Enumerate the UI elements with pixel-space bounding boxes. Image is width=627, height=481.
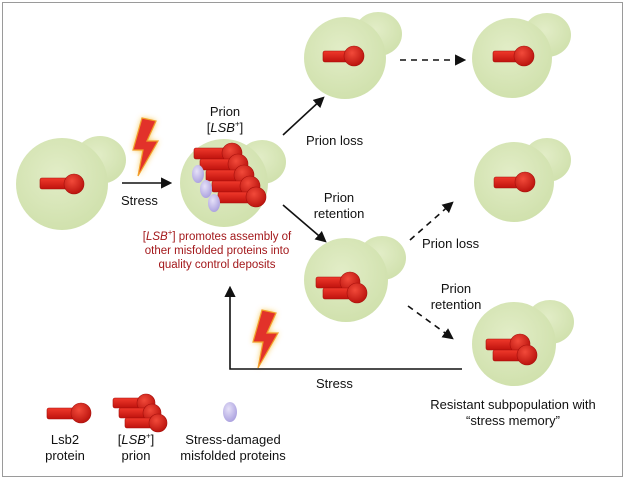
legend-prion-line1: [LSB+]	[117, 431, 155, 447]
prion-loss-label: Prion loss	[306, 133, 364, 148]
legend-lsb2-line1: Lsb2	[50, 432, 80, 447]
arrow-prion-loss	[282, 96, 325, 136]
prion-aggregate-retention	[315, 271, 368, 304]
figure-border	[2, 2, 623, 477]
lsb2-protein-initial	[39, 173, 85, 195]
legend-prion-line2: prion	[121, 448, 151, 463]
prion-loss-label-2: Prion loss	[422, 236, 480, 251]
lsb2-protein-middle-right	[493, 171, 536, 193]
prion-retention-2-line1: Prion	[440, 281, 472, 296]
promotes-line1: [LSB+] promotes assembly of	[142, 228, 292, 243]
legend-misfolded-line1: Stress-damaged	[185, 432, 281, 447]
arrow-prion-retention	[282, 204, 327, 243]
legend-misfolded-icon	[223, 402, 237, 422]
arrow-dashed-retention	[407, 305, 454, 340]
legend-lsb2-icon	[46, 402, 92, 424]
resistant-subpopulation-label: Resistant subpopulation with “stress mem…	[413, 397, 613, 429]
prion-label: Prion [LSB+]	[200, 104, 250, 136]
promotes-assembly-text: [LSB+] promotes assembly of other misfol…	[127, 228, 307, 272]
lsb2-protein-top-middle	[322, 45, 365, 67]
prion-retention-2-line2: retention	[430, 297, 482, 312]
legend-misfolded-line2: misfolded proteins	[180, 448, 286, 463]
legend-lsb2-label: Lsb2 protein	[35, 432, 95, 464]
stress-feedback-label: Stress	[316, 376, 353, 391]
resistant-line1: Resistant subpopulation with	[430, 397, 596, 412]
prion-aggregate-resistant	[485, 333, 538, 366]
prion-retention-label-2: Prion retention	[424, 281, 488, 313]
legend-prion-label: [LSB+] prion	[108, 432, 164, 464]
prion-retention-label-line2: retention	[313, 206, 365, 221]
prion-word: Prion	[209, 104, 241, 119]
legend-lsb2-line2: protein	[45, 448, 85, 463]
lightning-bolt-icon	[132, 117, 160, 177]
arrow-dashed-loss	[409, 201, 454, 241]
prion-retention-label: Prion retention	[307, 190, 371, 222]
prion-retention-label-line1: Prion	[323, 190, 355, 205]
misfolded-proteins-center	[192, 165, 220, 212]
lightning-bolt-icon	[252, 309, 280, 369]
legend-prion-icon	[112, 393, 168, 433]
promotes-line3: quality control deposits	[158, 259, 276, 271]
stress-label: Stress	[121, 193, 158, 208]
arrow-stress-feedback	[224, 285, 462, 370]
resistant-line2: “stress memory”	[466, 413, 560, 428]
legend-misfolded-label: Stress-damaged misfolded proteins	[168, 432, 298, 464]
promotes-line2: other misfolded proteins into	[144, 245, 290, 257]
lsb-prion-label: [LSB+]	[206, 119, 244, 135]
lsb2-protein-top-right	[492, 45, 535, 67]
